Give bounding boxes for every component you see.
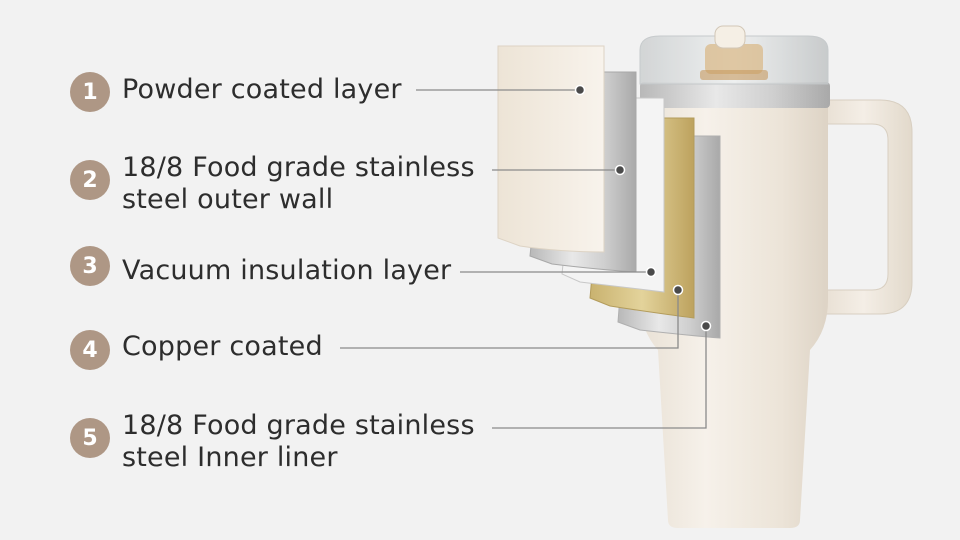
leader-dot-3: [645, 266, 657, 278]
leader-dot-2: [614, 164, 626, 176]
leader-dot-4: [672, 284, 684, 296]
layer-1-line-1: Powder coated layer: [122, 74, 402, 105]
layer-4-label: Copper coated: [122, 331, 323, 363]
layer-2-line-1: 18/8 Food grade stainless: [122, 152, 475, 183]
layer-1-badge: 1: [70, 72, 110, 112]
layer-2-line-2: steel outer wall: [122, 184, 334, 215]
layer-4-line-1: Copper coated: [122, 331, 323, 362]
layer-5-line-1: 18/8 Food grade stainless: [122, 410, 475, 441]
leader-line-4: [340, 290, 679, 349]
layer-3-label: Vacuum insulation layer: [122, 255, 451, 287]
lid-icon: [639, 25, 829, 85]
leader-line-5: [492, 326, 707, 429]
layer-1-label: Powder coated layer: [122, 74, 402, 106]
handle-icon: [814, 99, 913, 315]
layer-2-badge: 2: [70, 160, 110, 200]
layer-3-badge: 3: [70, 246, 110, 286]
layer-3-line-1: Vacuum insulation layer: [122, 255, 452, 286]
layer-5-badge: 5: [70, 418, 110, 458]
layer-2-label: 18/8 Food grade stainless steel outer wa…: [122, 152, 475, 216]
layer-5-line-2: steel Inner liner: [122, 442, 338, 473]
layer-5-label: 18/8 Food grade stainless steel Inner li…: [122, 410, 475, 474]
layer-4-badge: 4: [70, 330, 110, 370]
leader-dot-1: [574, 84, 586, 96]
leader-dot-5: [700, 320, 712, 332]
leader-lines: [340, 89, 707, 429]
